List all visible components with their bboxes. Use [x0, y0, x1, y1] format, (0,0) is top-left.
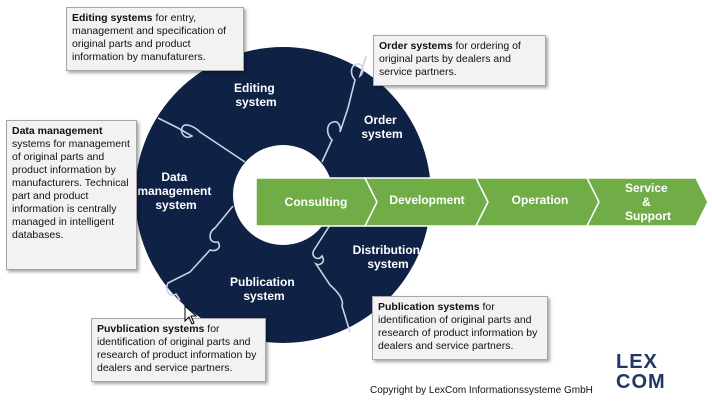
callout-publication-right-text: for identification of original parts and…: [378, 301, 538, 352]
callout-data-management-title: Data management: [12, 125, 103, 137]
logo-bottom-text: COM: [616, 371, 666, 393]
callout-publication-left-text: for identification of original parts and…: [97, 323, 257, 374]
ring-separators: [157, 55, 367, 333]
segment-label-distribution: Distribution system: [353, 243, 424, 271]
segment-label-order: Order system: [361, 113, 402, 141]
lexcom-logo: LEX COM: [616, 351, 666, 398]
callout-data-management: Data management systems for management o…: [6, 120, 137, 270]
copyright-text: Copyright by LexCom Informationssysteme …: [370, 385, 593, 396]
process-arrow: [255, 177, 709, 227]
segment-label-editing: Editing system: [234, 81, 278, 109]
logo-top-text: LEX: [616, 351, 658, 373]
callout-publication-left: Puvblication systems for identification …: [91, 318, 266, 382]
callout-editing-title: Editing systems: [72, 12, 153, 24]
step-service-support: [585, 177, 709, 227]
step-label-service-support: Service & Support: [625, 181, 671, 223]
segment-label-data-management: Data management system: [137, 170, 214, 212]
mouse-cursor-icon: [184, 305, 198, 325]
callout-publication-right: Publication systems for identification o…: [372, 296, 548, 360]
step-label-development: Development: [389, 193, 464, 207]
callout-editing-text: for entry, management and specification …: [72, 12, 227, 63]
callout-data-management-text: systems for management of original parts…: [12, 138, 130, 241]
callout-publication-left-title: Puvblication systems: [97, 323, 205, 335]
segment-label-publication: Publication system: [230, 275, 298, 303]
callout-publication-right-title: Publication systems: [378, 301, 480, 313]
callout-order-title: Order systems: [379, 40, 453, 52]
callout-order-text: for ordering of original parts by dealer…: [379, 40, 521, 78]
step-label-consulting: Consulting: [285, 195, 348, 209]
callout-order: Order systems for ordering of original p…: [373, 35, 546, 86]
step-label-operation: Operation: [512, 193, 569, 207]
callout-editing: Editing systems for entry, management an…: [66, 7, 244, 71]
